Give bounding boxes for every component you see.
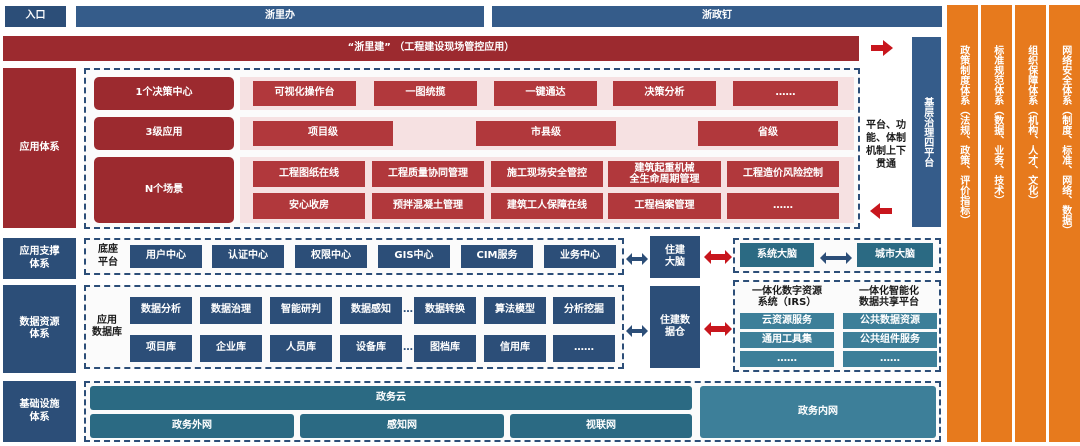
- warehouse-double-arrow-icon: [626, 322, 648, 341]
- one-map-box: 一图统揽: [374, 81, 477, 106]
- data-warehouse-text: 住建数 据仓: [660, 314, 690, 339]
- app-database-label: 应用 数据库: [88, 305, 126, 349]
- data-warehouse-box: 住建数 据仓: [650, 286, 700, 368]
- data-system-label: 数据资源 体系: [3, 285, 76, 373]
- data-analysis-box: 数据分析: [130, 297, 192, 324]
- through-text: 平台、功能、体制机制上下贯通: [864, 100, 908, 190]
- business-center-box: 业务中心: [544, 245, 616, 268]
- irs-more-box: ……: [740, 351, 834, 367]
- share-platform-title: 一体化智能化 数据共享平台: [840, 283, 938, 311]
- scenario-cost-risk: 工程造价风险控制: [727, 161, 839, 187]
- decision-center-label: 1个决策中心: [94, 77, 234, 110]
- analysis-mining-box: 分析挖掘: [553, 297, 615, 324]
- organization-system-column: 组织保障体系（机构、人才、文化）: [1015, 5, 1046, 442]
- auth-center-box: 认证中心: [212, 245, 284, 268]
- personnel-db-box: 人员库: [270, 335, 332, 362]
- scenario-more: ……: [727, 193, 839, 219]
- data-sensing-box: 数据感知: [340, 297, 402, 324]
- decision-analysis-box: 决策分析: [613, 81, 716, 106]
- credit-db-box: 信用库: [484, 335, 546, 362]
- gis-center-box: GIS中心: [378, 245, 450, 268]
- through-text-span: 平台、功能、体制机制上下贯通: [866, 120, 906, 170]
- governance-platform-label: 基层治理四平台: [912, 37, 941, 227]
- sensing-net-box: 感知网: [300, 414, 504, 438]
- crane-lifecycle-text: 建筑起重机械 全生命周期管理: [629, 162, 700, 186]
- row2-dots: …: [403, 342, 413, 354]
- red-double-arrow-icon: [704, 249, 732, 268]
- share-more-box: ……: [843, 351, 937, 367]
- entry-label: 入口: [5, 6, 66, 27]
- irs-title-text: 一体化数字资源 系统（IRS）: [752, 285, 822, 309]
- share-title-text: 一体化智能化 数据共享平台: [859, 285, 919, 309]
- video-net-box: 视联网: [510, 414, 692, 438]
- zhengding-button[interactable]: 浙政钉: [492, 6, 942, 27]
- archive-db-box: 图档库: [414, 335, 476, 362]
- province-level-box: 省级: [698, 121, 838, 146]
- smart-judgment-box: 智能研判: [270, 297, 332, 324]
- housing-brain-text: 住建 大脑: [665, 244, 685, 269]
- public-component-service-box: 公共组件服务: [843, 332, 937, 348]
- visual-console-box: 可视化操作台: [253, 81, 356, 106]
- equipment-db-box: 设备库: [340, 335, 402, 362]
- general-toolset-box: 通用工具集: [740, 332, 834, 348]
- gov-external-net-box: 政务外网: [90, 414, 294, 438]
- base-platform-label: 底座 平台: [90, 241, 126, 272]
- standards-system-column: 标准规范体系（数据、业务、技术）: [981, 5, 1012, 442]
- infra-system-label: 基础设施 体系: [3, 381, 76, 442]
- brain-link-arrow-icon: [820, 249, 852, 268]
- project-db-box: 项目库: [130, 335, 192, 362]
- decision-more-box: ……: [733, 81, 838, 106]
- scenario-safe-housing: 安心收房: [253, 193, 365, 219]
- one-click-box: 一键通达: [494, 81, 597, 106]
- infra-label-text: 基础设施 体系: [19, 399, 60, 423]
- algorithm-model-box: 算法模型: [484, 297, 546, 324]
- zhelijian-banner: “浙里建” （工程建设现场管控应用）: [3, 36, 859, 61]
- data-transform-box: 数据转换: [414, 297, 476, 324]
- cim-service-box: CIM服务: [461, 245, 533, 268]
- policy-system-column: 政策制度体系（法规、政策、评价指标）: [947, 5, 978, 442]
- gov-internal-net-box: 政务内网: [700, 386, 936, 438]
- n-scenarios-label: N个场景: [94, 157, 234, 223]
- scenario-site-safety: 施工现场安全管控: [491, 161, 603, 187]
- scenario-drawings-online: 工程图纸在线: [253, 161, 365, 187]
- app-database-text: 应用 数据库: [92, 314, 122, 339]
- enterprise-db-box: 企业库: [200, 335, 262, 362]
- scenario-concrete: 预拌混凝土管理: [372, 193, 484, 219]
- scenario-quality-collab: 工程质量协同管理: [372, 161, 484, 187]
- project-level-box: 项目级: [253, 121, 393, 146]
- scenario-archive: 工程档案管理: [608, 193, 721, 219]
- security-system-column: 网络安全体系（制度、标准、网络、数据）: [1049, 5, 1080, 442]
- data-system-label-text: 数据资源 体系: [19, 316, 60, 341]
- gov-cloud-box: 政务云: [90, 386, 692, 410]
- double-arrow-icon: [626, 250, 648, 269]
- warehouse-red-arrow-icon: [704, 321, 732, 340]
- base-platform-text: 底座 平台: [98, 244, 118, 268]
- housing-brain-box: 住建 大脑: [650, 236, 700, 278]
- data-governance-box: 数据治理: [200, 297, 262, 324]
- system-brain-box: 系统大脑: [740, 243, 814, 267]
- row1-dots: …: [403, 304, 413, 316]
- city-brain-box: 城市大脑: [857, 243, 933, 267]
- user-center-box: 用户中心: [130, 245, 202, 268]
- left-arrow-icon: [870, 203, 892, 223]
- scenario-worker-protection: 建筑工人保障在线: [491, 193, 603, 219]
- permission-center-box: 权限中心: [295, 245, 367, 268]
- irs-title: 一体化数字资源 系统（IRS）: [738, 283, 836, 311]
- support-system-label-text: 应用支撑 体系: [19, 246, 60, 270]
- city-county-level-box: 市县级: [476, 121, 616, 146]
- public-data-resource-box: 公共数据资源: [843, 313, 937, 329]
- scenario-crane-lifecycle: 建筑起重机械 全生命周期管理: [608, 161, 721, 187]
- right-arrow-icon: [871, 40, 893, 60]
- three-level-app-label: 3级应用: [94, 117, 234, 150]
- db-more-box: ……: [553, 335, 615, 362]
- app-system-label: 应用体系: [3, 68, 76, 228]
- zheliban-button[interactable]: 浙里办: [76, 6, 484, 27]
- cloud-resource-service-box: 云资源服务: [740, 313, 834, 329]
- support-system-label: 应用支撑 体系: [3, 238, 76, 279]
